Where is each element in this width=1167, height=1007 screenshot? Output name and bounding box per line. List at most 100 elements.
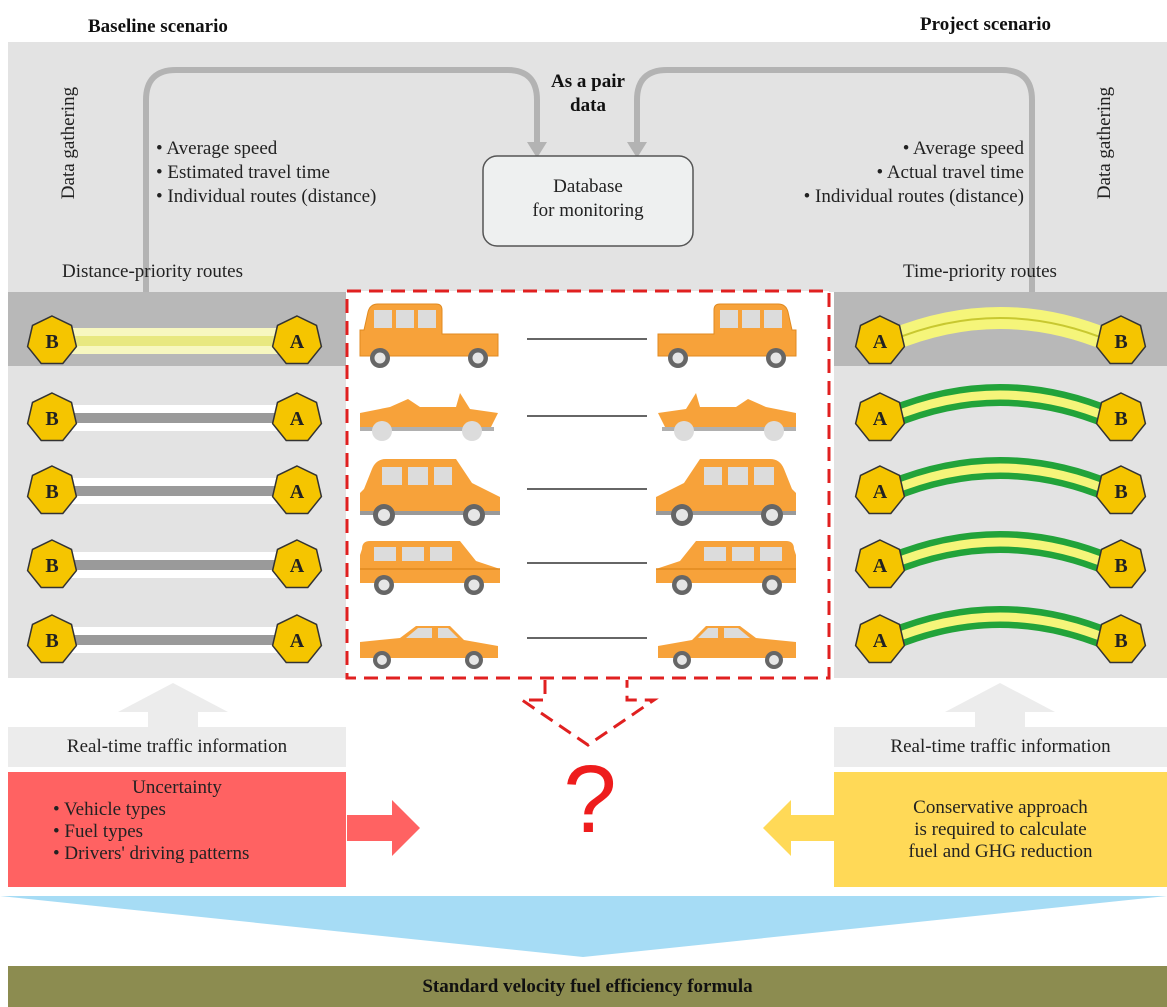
svg-text:A: A	[290, 555, 305, 577]
baseline-vehicle-5	[360, 626, 498, 669]
uncertainty-driving-patterns: • Drivers' driving patterns	[53, 843, 250, 864]
time-route-3	[885, 457, 1115, 502]
node-a-right-5: A	[854, 614, 906, 664]
project-data-gathering: Data gathering	[1094, 86, 1115, 200]
node-b-right-3: B	[1095, 465, 1147, 515]
baseline-vehicle-4	[360, 541, 500, 595]
node-b-right-4: B	[1095, 539, 1147, 589]
node-a-right-1: A	[854, 315, 906, 365]
time-priority-label: Time-priority routes	[903, 261, 1057, 282]
conservative-line-2: is required to calculate	[914, 818, 1087, 840]
bullet-travel-time: • Actual travel time	[876, 162, 1024, 183]
uncertainty-title: Uncertainty	[132, 777, 222, 798]
question-mark: ?	[563, 746, 617, 853]
distance-route-2	[70, 405, 290, 431]
uncertainty-box: Uncertainty • Vehicle types • Fuel types…	[8, 772, 346, 887]
baseline-title: Baseline scenario	[88, 16, 228, 37]
bullet-average-speed: • Average speed	[156, 138, 278, 159]
node-b-left-4: B	[26, 539, 78, 589]
svg-text:A: A	[290, 481, 305, 503]
node-a-left-1: A	[271, 315, 323, 365]
project-vehicle-2	[658, 393, 796, 441]
distance-priority-label: Distance-priority routes	[62, 261, 243, 282]
pair-line-2: data	[570, 95, 606, 116]
node-a-left-2: A	[271, 392, 323, 442]
conservative-line-3: fuel and GHG reduction	[908, 840, 1093, 862]
node-b-right-1: B	[1095, 315, 1147, 365]
node-a-left-3: A	[271, 465, 323, 515]
svg-text:A: A	[290, 630, 305, 652]
svg-text:B: B	[1114, 408, 1127, 430]
distance-route-4	[70, 552, 290, 578]
distance-route-5	[70, 627, 290, 653]
node-b-left-1: B	[26, 315, 78, 365]
baseline-vehicle-3	[360, 459, 500, 526]
svg-text:B: B	[45, 481, 58, 503]
uncertainty-vehicle-types: • Vehicle types	[53, 799, 166, 820]
time-route-4	[885, 531, 1115, 576]
pair-data-label: As a pair data	[500, 70, 676, 118]
svg-text:A: A	[873, 481, 888, 503]
svg-text:B: B	[45, 331, 58, 353]
node-a-right-3: A	[854, 465, 906, 515]
project-vehicle-1	[657, 303, 797, 368]
svg-text:B: B	[1114, 630, 1127, 652]
project-bullets: • Average speed • Actual travel time • I…	[804, 137, 1024, 209]
node-a-right-2: A	[854, 392, 906, 442]
time-route-2	[885, 384, 1115, 429]
project-vehicle-5	[658, 626, 796, 669]
conservative-arrow	[763, 800, 834, 856]
left-up-arrow	[118, 683, 228, 728]
svg-text:B: B	[45, 555, 58, 577]
svg-text:A: A	[873, 331, 888, 353]
node-a-right-4: A	[854, 539, 906, 589]
svg-text:B: B	[45, 408, 58, 430]
svg-text:A: A	[290, 408, 305, 430]
time-route-5	[885, 606, 1115, 651]
database-box	[482, 155, 694, 247]
svg-text:A: A	[873, 555, 888, 577]
conservative-line-1: Conservative approach	[913, 796, 1088, 818]
uncertainty-arrow	[347, 800, 420, 856]
pair-line-1: As a pair	[551, 71, 625, 92]
project-realtime-info: Real-time traffic information	[834, 727, 1167, 767]
formula-bar: Standard velocity fuel efficiency formul…	[8, 966, 1167, 1007]
node-a-left-4: A	[271, 539, 323, 589]
project-vehicle-4	[656, 541, 796, 595]
svg-text:B: B	[1114, 555, 1127, 577]
distance-route-1	[70, 328, 290, 354]
svg-text:A: A	[873, 408, 888, 430]
dashed-funnel-arrow	[517, 680, 659, 747]
baseline-vehicle-2	[360, 393, 498, 441]
svg-text:B: B	[1114, 481, 1127, 503]
node-b-left-3: B	[26, 465, 78, 515]
baseline-bullets: • Average speed • Estimated travel time …	[156, 137, 376, 209]
svg-text:A: A	[873, 630, 888, 652]
baseline-data-gathering: Data gathering	[58, 86, 79, 200]
node-a-left-5: A	[271, 614, 323, 664]
left-loop-arrow	[143, 67, 547, 292]
conservative-box: Conservative approach is required to cal…	[834, 772, 1167, 887]
baseline-vehicle-1	[359, 303, 499, 368]
time-route-1	[885, 307, 1115, 352]
node-b-left-2: B	[26, 392, 78, 442]
uncertainty-fuel-types: • Fuel types	[53, 821, 144, 842]
node-b-right-2: B	[1095, 392, 1147, 442]
baseline-realtime-info: Real-time traffic information	[8, 727, 346, 767]
bullet-routes: • Individual routes (distance)	[156, 186, 377, 207]
node-b-right-5: B	[1095, 614, 1147, 664]
right-loop-arrow	[627, 67, 1035, 292]
project-vehicle-3	[656, 459, 796, 526]
svg-text:B: B	[45, 630, 58, 652]
funnel-triangle	[0, 896, 1167, 957]
bullet-routes: • Individual routes (distance)	[803, 186, 1024, 207]
node-b-left-5: B	[26, 614, 78, 664]
database-line-1: Database	[553, 176, 623, 197]
distance-route-3	[70, 478, 290, 504]
bullet-average-speed: • Average speed	[902, 138, 1024, 159]
project-title: Project scenario	[920, 14, 1052, 35]
svg-text:B: B	[1114, 331, 1127, 353]
database-line-2: for monitoring	[532, 200, 644, 221]
database-label: Database for monitoring	[483, 175, 693, 223]
